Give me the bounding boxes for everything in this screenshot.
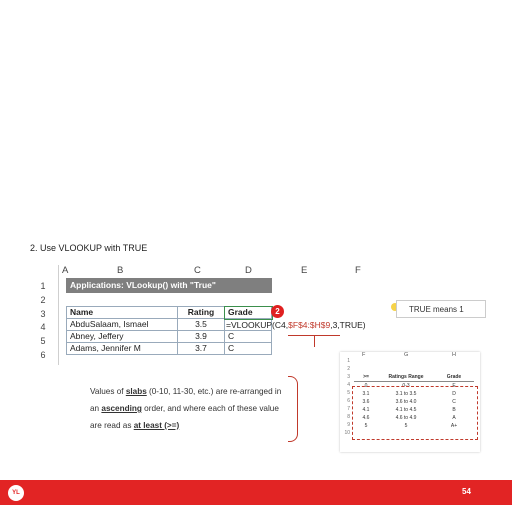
brand-logo: YL: [8, 485, 24, 501]
desc-text: (0-10, 11-30, etc.) are re-arranged in a…: [90, 387, 282, 413]
column-header-b[interactable]: B: [117, 265, 124, 276]
lightbulb-icon: [391, 303, 399, 311]
desc-text: Values of: [90, 387, 126, 396]
sheet-banner[interactable]: Applications: VLookup() with "True": [66, 278, 272, 293]
mini-column-header: G: [404, 352, 409, 358]
table-cell[interactable]: C: [224, 330, 272, 343]
desc-at-least: at least (>=): [133, 421, 180, 430]
table-cell[interactable]: Abney, Jeffery: [66, 330, 178, 343]
mini-cell: 3.1: [362, 391, 370, 397]
lookup-range-highlight: [352, 386, 478, 440]
mini-column-header: F: [362, 352, 366, 358]
mini-column-header: H: [452, 352, 456, 358]
header-grade[interactable]: Grade: [223, 305, 273, 320]
true-note: TRUE means 1: [396, 300, 486, 318]
slabs-description: Values of slabs (0-10, 11-30, etc.) are …: [90, 383, 290, 434]
mini-cell: 4.6 to 4.9: [395, 415, 417, 421]
mini-header: Ratings Range: [378, 373, 434, 382]
mini-cell: 5: [404, 423, 408, 429]
mini-cell: C: [452, 399, 456, 405]
row-number[interactable]: 5: [40, 336, 46, 346]
mini-cell: D: [452, 391, 456, 397]
mini-row-number: 6: [347, 398, 350, 404]
mini-row-number: 9: [347, 422, 350, 428]
formula-separator: ,: [285, 320, 289, 330]
mini-cell: 4.1: [362, 407, 370, 413]
table-cell[interactable]: 3.5: [177, 318, 225, 331]
row-number[interactable]: 1: [40, 281, 46, 291]
mini-cell: 5: [364, 423, 368, 429]
mini-cell: 3.6: [362, 399, 370, 405]
table-cell[interactable]: C: [224, 342, 272, 355]
mini-row-number: 4: [347, 382, 350, 388]
mini-cell: A+: [450, 423, 458, 429]
desc-ascending: ascending: [101, 404, 142, 413]
row-number[interactable]: 2: [40, 295, 46, 305]
mini-cell: B: [452, 407, 456, 413]
mini-cell: 4.6: [362, 415, 370, 421]
grades-table: Name Rating Grade AbduSalaam, Ismael 3.5…: [66, 305, 273, 355]
mini-row-number: 3: [347, 374, 350, 380]
column-header-e[interactable]: E: [301, 265, 308, 276]
footer-bar: [0, 480, 512, 505]
mini-row-number: 5: [347, 390, 350, 396]
mini-cell: 3.6 to 4.0: [395, 399, 417, 405]
table-cell[interactable]: 3.9: [177, 330, 225, 343]
step-badge: 2: [271, 305, 284, 318]
mini-header: >=: [354, 373, 378, 382]
vlookup-formula[interactable]: =VLOOKUP(C4,$F$4:$H$9,3,TRUE): [226, 320, 366, 330]
column-header-a[interactable]: A: [62, 265, 69, 276]
table-cell[interactable]: Adams, Jennifer M: [66, 342, 178, 355]
mini-row-number: 7: [347, 406, 350, 412]
row-number[interactable]: 4: [40, 322, 46, 332]
desc-slabs: slabs: [125, 387, 147, 396]
formula-ref-lookup: C4: [274, 320, 286, 330]
table-cell[interactable]: AbduSalaam, Ismael: [66, 318, 178, 331]
lookup-sheet-thumbnail: F G H 1 2 3 4 5 6 7 8 9 10 >= Ratings Ra…: [340, 352, 480, 452]
formula-start: =VLOOKUP(: [226, 320, 275, 330]
mini-row-number: 1: [347, 358, 350, 364]
connector-line: [314, 335, 316, 347]
mini-cell: 4.1 to 4.5: [395, 407, 417, 413]
mini-cell: A: [452, 415, 456, 421]
column-header-c[interactable]: C: [194, 265, 201, 276]
formula-ref-range: $F$4:$H$9: [288, 320, 331, 330]
table-cell[interactable]: 3.7: [177, 342, 225, 355]
section-title: 2. Use VLOOKUP with TRUE: [30, 243, 148, 253]
mini-cell: 3.1 to 3.5: [395, 391, 417, 397]
page-number: 54: [462, 487, 471, 496]
mini-row-number: 10: [344, 430, 350, 436]
formula-end: ,3,TRUE): [330, 320, 366, 330]
header-name[interactable]: Name: [66, 306, 178, 319]
mini-row-number: 8: [347, 414, 350, 420]
row-number[interactable]: 6: [40, 350, 46, 360]
mini-header: Grade: [434, 373, 474, 382]
row-header-divider: [58, 265, 59, 365]
header-rating[interactable]: Rating: [177, 306, 225, 319]
row-number[interactable]: 3: [40, 309, 46, 319]
desc-text: order, and where each of these value are…: [90, 404, 279, 430]
column-header-f[interactable]: F: [355, 265, 361, 276]
column-header-d[interactable]: D: [245, 265, 252, 276]
mini-row-number: 2: [347, 366, 350, 372]
